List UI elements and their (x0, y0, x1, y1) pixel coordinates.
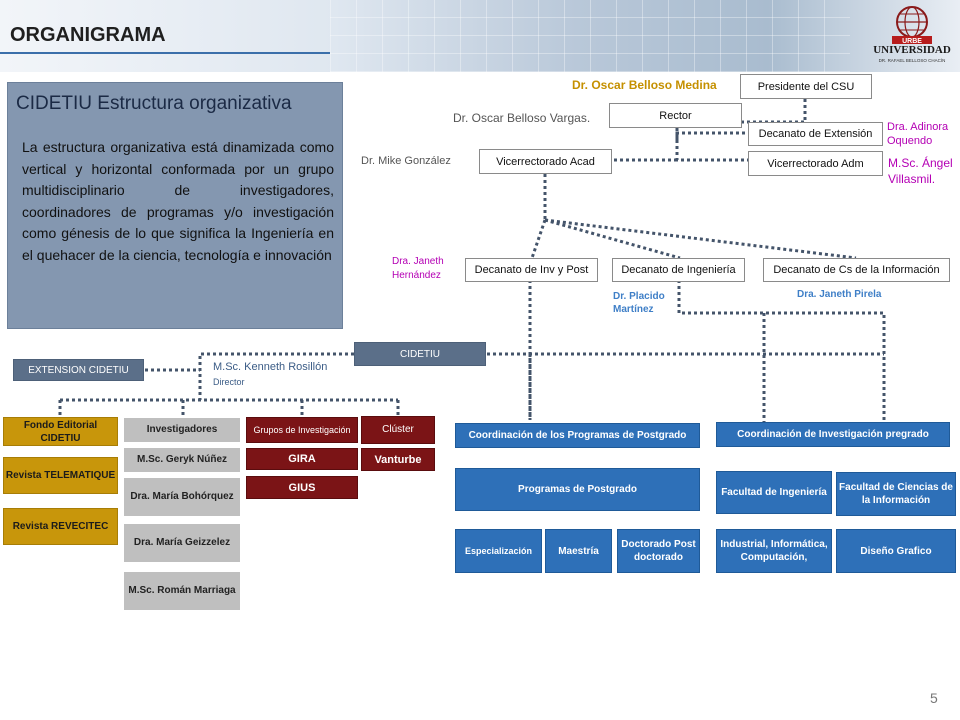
page-number: 5 (930, 690, 938, 706)
vicerrectorado-adm-box: Vicerrectorado Adm (748, 151, 883, 176)
decanato-inv-post-box: Decanato de Inv y Post (465, 258, 598, 282)
cidetiu-box: CIDETIU (354, 342, 486, 366)
cluster-item-vanturbe: Vanturbe (361, 448, 435, 471)
extension-dean-name: Dra. Adinora Oquendo (887, 121, 949, 147)
revista-telematique-box: Revista TELEMATIQUE (3, 457, 118, 494)
group-item-gira: GIRA (246, 448, 358, 470)
vice-adm-name: M.Sc. Ángel Villasmil. (888, 156, 953, 186)
vicerrectorado-acad-box: Vicerrectorado Acad (479, 149, 612, 174)
title-underline (0, 52, 330, 54)
ing-dean-name: Dr. Placido Martínez (613, 291, 665, 315)
facultad-ingenieria-box: Facultad de Ingeniería (716, 471, 832, 514)
presidente-box: Presidente del CSU (740, 74, 872, 99)
cluster-header: Clúster (361, 416, 435, 444)
extension-cidetiu-box: EXTENSION CIDETIU (13, 359, 144, 381)
header-grid-decoration (330, 0, 850, 72)
info-dean-name: Dra. Janeth Pirela (797, 289, 882, 300)
header-banner (0, 0, 960, 72)
panel-description: La estructura organizativa está dinamiza… (22, 139, 334, 263)
coordinacion-pregrado-box: Coordinación de Investigación pregrado (716, 422, 950, 447)
facultad-ciencias-informacion-box: Facultad de Ciencias de la Información (836, 472, 956, 516)
carreras-ingenieria-box: Industrial, Informática, Computación, (716, 529, 832, 573)
logo-text: UNIVERSIDAD (873, 44, 951, 56)
panel-title: CIDETIU Estructura organizativa (16, 93, 292, 114)
decanato-cs-informacion-box: Decanato de Cs de la Información (763, 258, 950, 282)
presidente-name: Dr. Oscar Belloso Medina (572, 78, 717, 92)
director-name: M.Sc. Kenneth Rosillón (213, 361, 328, 373)
decanato-ingenieria-box: Decanato de Ingeniería (612, 258, 745, 282)
researcher-item: Dra. María Geizzelez (124, 524, 240, 562)
diseno-grafico-box: Diseño Grafico (836, 529, 956, 573)
maestria-box: Maestría (545, 529, 612, 573)
doctorado-box: Doctorado Post doctorado (617, 529, 700, 573)
programas-postgrado-box: Programas de Postgrado (455, 468, 700, 511)
researcher-item: M.Sc. Geryk Núñez (124, 448, 240, 472)
university-logo: URBE UNIVERSIDAD DR. RAFAEL BELLOSO CHAC… (872, 4, 952, 68)
globe-logo-icon: URBE (892, 6, 932, 45)
especializacion-box: Especialización (455, 529, 542, 573)
researcher-item: M.Sc. Román Marriaga (124, 572, 240, 610)
director-role: Director (213, 377, 245, 387)
group-item-gius: GIUS (246, 476, 358, 499)
grupos-investigacion-header: Grupos de Investigación (246, 417, 358, 443)
inv-dean-name: Dra. Janeth Hernández (392, 256, 444, 281)
page-title: ORGANIGRAMA (10, 24, 166, 46)
logo-subtext: DR. RAFAEL BELLOSO CHACÍN (878, 58, 946, 63)
rector-box: Rector (609, 103, 742, 128)
vice-acad-name: Dr. Mike González (361, 155, 451, 167)
revista-revecitec-box: Revista REVECITEC (3, 508, 118, 545)
rector-name: Dr. Oscar Belloso Vargas. (453, 111, 591, 125)
researcher-item: Dra. María Bohórquez (124, 478, 240, 516)
description-panel: CIDETIU Estructura organizativa La estru… (7, 82, 343, 329)
investigadores-header: Investigadores (124, 418, 240, 442)
decanato-extension-box: Decanato de Extensión (748, 122, 883, 146)
fondo-editorial-box: Fondo Editorial CIDETIU (3, 417, 118, 446)
svg-text:URBE: URBE (902, 38, 922, 45)
coordinacion-postgrado-box: Coordinación de los Programas de Postgra… (455, 423, 700, 448)
